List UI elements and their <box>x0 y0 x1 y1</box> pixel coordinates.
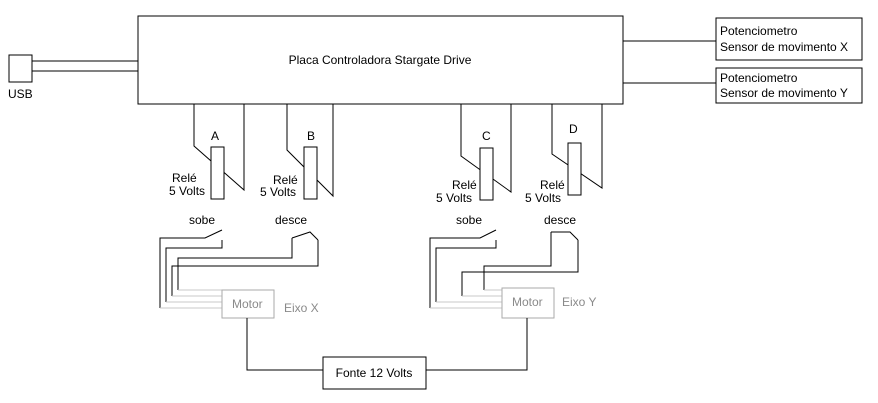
controller-board <box>137 15 624 105</box>
potentiometer-y-title: Potenciometro <box>720 71 798 85</box>
switch-x-down-label: desce <box>275 213 307 227</box>
usb-label: USB <box>8 87 33 101</box>
relay-c-voltage: 5 Volts <box>436 191 472 205</box>
relay-c-label: Relé <box>452 178 477 192</box>
relay-a: A Relé 5 Volts <box>169 104 245 200</box>
relay-d: D Relé 5 Volts <box>525 104 603 205</box>
relay-d-voltage: 5 Volts <box>525 191 561 205</box>
power-supply-box <box>322 356 427 390</box>
relay-c: C Relé 5 Volts <box>436 104 512 205</box>
relay-a-id: A <box>211 129 219 143</box>
relay-b-voltage: 5 Volts <box>260 185 296 199</box>
motor-x-box <box>221 289 275 319</box>
potentiometer-y-box <box>715 67 863 104</box>
relay-c-id: C <box>482 129 491 143</box>
motor-y-box <box>501 287 555 319</box>
relay-b: B Relé 5 Volts <box>260 104 334 200</box>
usb-cable <box>31 60 139 72</box>
relay-d-label: Relé <box>540 178 565 192</box>
relay-a-voltage: 5 Volts <box>169 184 205 198</box>
controller-label: Placa Controladora Stargate Drive <box>289 53 472 67</box>
usb-connector <box>8 54 33 83</box>
motor-x-label: Motor <box>232 297 263 311</box>
motor-x-axis: Eixo X <box>284 301 319 315</box>
potentiometer-x-box <box>715 17 863 61</box>
switch-y-up-label: sobe <box>456 213 482 227</box>
relay-d-id: D <box>569 122 578 136</box>
potentiometer-y-subtitle: Sensor de movimento Y <box>720 86 848 100</box>
potentiometer-x-subtitle: Sensor de movimento X <box>720 40 848 54</box>
motor-y-label: Motor <box>512 295 543 309</box>
relay-b-id: B <box>307 129 315 143</box>
relay-b-label: Relé <box>273 173 298 187</box>
switch-y-down-label: desce <box>544 213 576 227</box>
switch-x-up-label: sobe <box>189 213 215 227</box>
relay-a-label: Relé <box>172 171 197 185</box>
power-supply-label: Fonte 12 Volts <box>336 366 413 380</box>
motor-y-axis: Eixo Y <box>562 295 596 309</box>
potentiometer-x-title: Potenciometro <box>720 24 798 38</box>
